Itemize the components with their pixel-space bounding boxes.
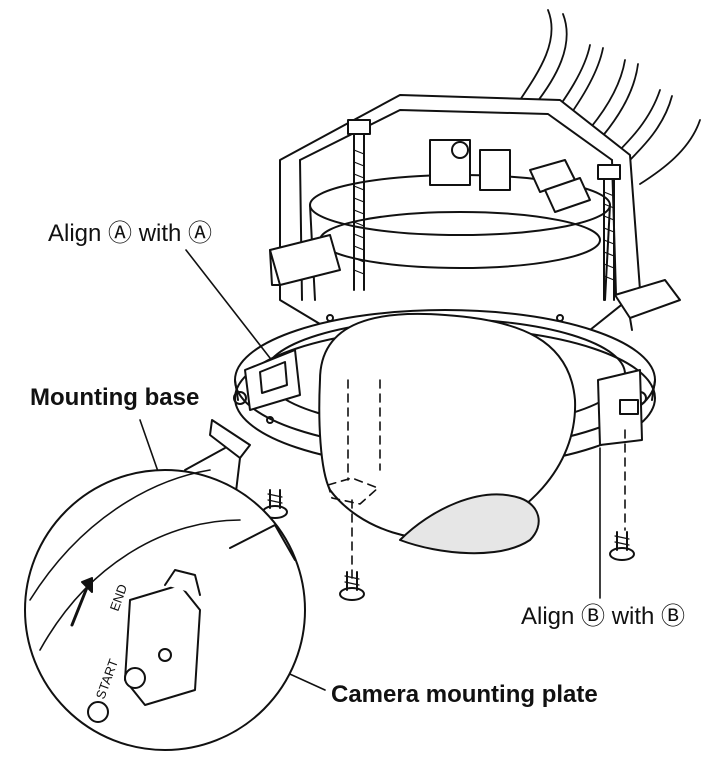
camera-dome <box>318 312 577 555</box>
ceiling-clamp-left <box>269 234 341 286</box>
alignment-bracket-b <box>597 369 643 446</box>
callout-align-b: Align Ⓑ with Ⓑ <box>521 603 686 630</box>
start-a-circle <box>87 701 109 723</box>
ceiling-clamp-right <box>614 279 681 331</box>
screw-center <box>339 571 365 601</box>
leader-align-a <box>185 249 271 359</box>
connector-cluster <box>429 139 591 213</box>
camera-mounting-plate-detail <box>124 569 201 706</box>
threaded-rod-right <box>597 164 621 301</box>
screw-right <box>609 531 635 561</box>
ceiling-housing <box>279 94 641 331</box>
callout-camera-mounting-plate: Camera mounting plate <box>331 681 598 708</box>
alignment-bracket-a <box>244 349 301 411</box>
mark-a-circle <box>124 667 146 689</box>
rotation-arrowhead <box>81 577 93 593</box>
callout-align-a: Align Ⓐ with Ⓐ <box>48 220 213 247</box>
detail-magnifier: END START <box>24 419 306 751</box>
screw-guide-lines <box>327 379 626 581</box>
threaded-rod-left <box>347 119 371 291</box>
rotation-arrow <box>70 583 90 627</box>
callout-mounting-base: Mounting base <box>30 384 200 411</box>
